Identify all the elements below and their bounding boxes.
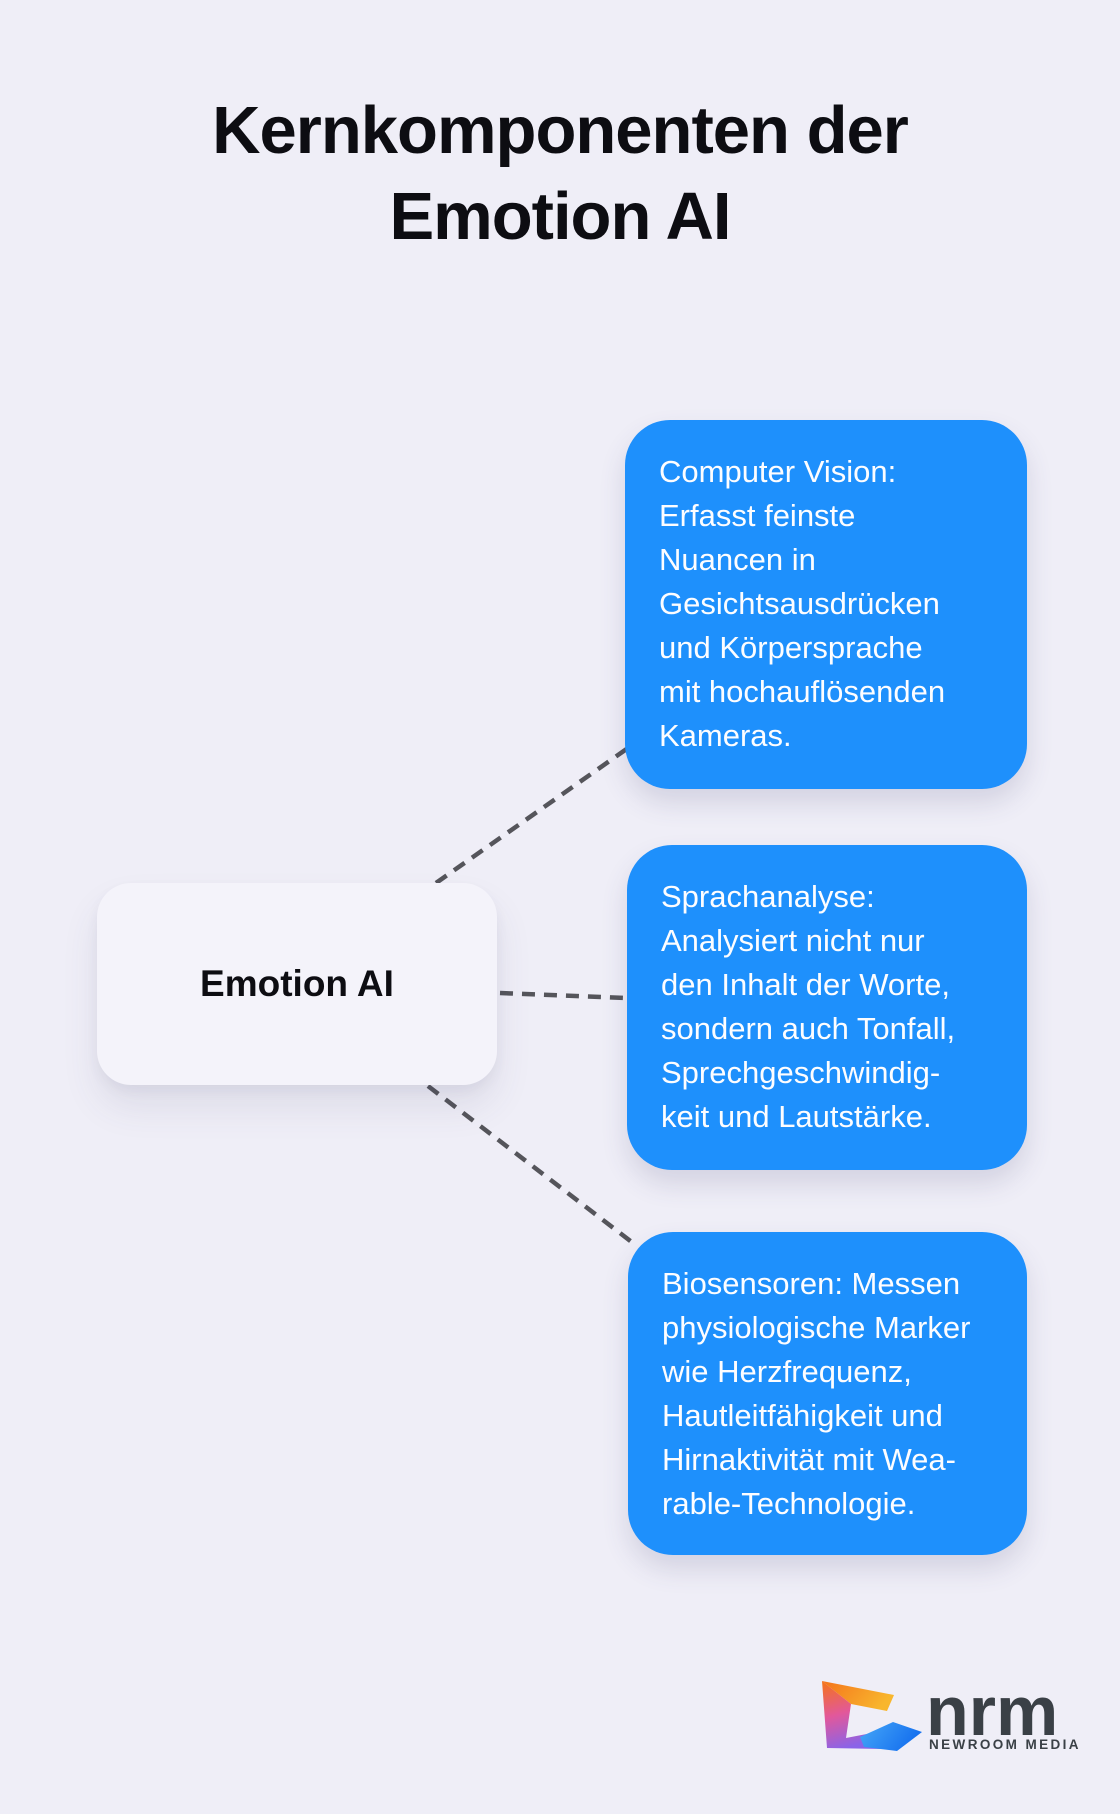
connector-line-sprachanalyse bbox=[499, 990, 627, 1001]
newroom-media-logo: nrm NEWROOM MEDIA bbox=[820, 1668, 1079, 1768]
connector-line-computer-vision bbox=[434, 746, 630, 885]
newroom-media-logo-subtext: NEWROOM MEDIA bbox=[929, 1737, 1081, 1752]
page-title: Kernkomponenten der Emotion AI bbox=[212, 93, 909, 254]
node-computer-vision: Computer Vision: Erfasst feinste Nuancen… bbox=[625, 420, 1027, 789]
newroom-media-logo-icon bbox=[822, 1681, 922, 1751]
node-biosensoren: Biosensoren: Messen physiologische Marke… bbox=[628, 1232, 1027, 1555]
node-sprachanalyse: Sprachanalyse: Analysiert nicht nur den … bbox=[627, 845, 1027, 1170]
center-node-label: Emotion AI bbox=[200, 963, 394, 1004]
center-node-emotion-ai: Emotion AI bbox=[97, 883, 497, 1085]
connector-line-biosensoren bbox=[426, 1084, 635, 1245]
newroom-media-logo-text: nrm bbox=[926, 1672, 1059, 1750]
